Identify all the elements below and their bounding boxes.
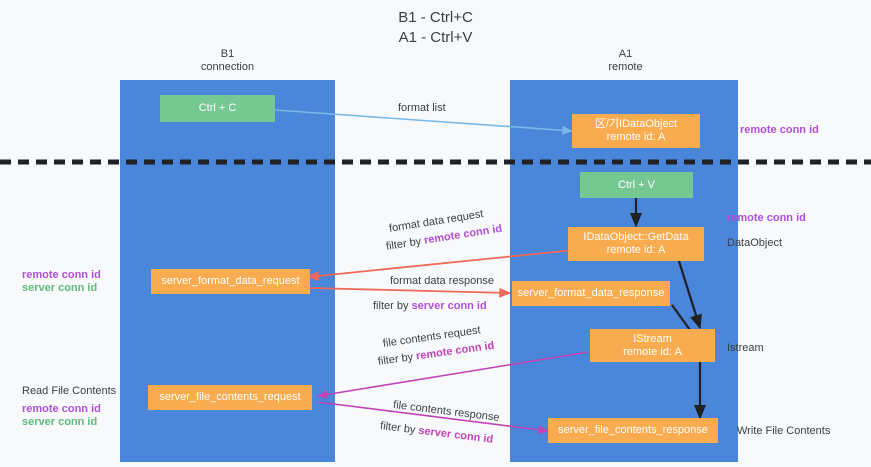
annotation-write-file-contents: Write File Contents [737, 425, 831, 437]
node-istream[interactable]: IStream remote id: A [590, 329, 715, 362]
arrow-format-data-response [309, 287, 512, 298]
lane-title-a1: A1 remote [548, 48, 703, 74]
node-dataobject-remote[interactable]: 区/기IDataObject remote id: A [572, 114, 700, 148]
node-ctrl-c[interactable]: Ctrl + C [160, 95, 275, 122]
annotation-remote-conn-id-getdata: remote conn id [727, 212, 806, 224]
node-istream-id: remote id: A [623, 345, 682, 358]
node-dataobject-remote-id: remote id: A [606, 131, 666, 143]
node-server-file-contents-response[interactable]: server_file_contents_response [548, 418, 718, 443]
node-getdata-id: remote id: A [606, 244, 666, 256]
annotation-left-server-conn-id: server conn id [22, 282, 98, 294]
node-getdata-label: IDataObject::GetData [583, 231, 689, 243]
lane-title-b1-line1: B1 [220, 48, 235, 60]
lane-title-a1-line1: A1 [618, 48, 633, 60]
node-dataobject-remote-label: 区/기IDataObject [594, 118, 678, 130]
edge-label-format-data-response-prefix: filter by [373, 300, 412, 312]
node-server-file-contents-request-label: server_file_contents_request [159, 391, 301, 403]
annotation-read-file-contents: Read File Contents [22, 385, 117, 397]
lane-title-b1: B1 connection [150, 48, 305, 74]
lane-title-b1-line2: connection [200, 61, 255, 73]
edge-label-file-contents-response-prefix: filter by [379, 419, 420, 437]
diagram-title-line1: B1 - Ctrl+C [398, 9, 473, 26]
edge-label-file-contents-request-prefix: filter by [377, 350, 417, 368]
edge-label-format-data-request-prefix: filter by [385, 234, 426, 253]
node-getdata[interactable]: IDataObject::GetData remote id: A [568, 227, 704, 261]
annotation-dataobject: DataObject [727, 237, 783, 249]
diagram-title-line2: A1 - Ctrl+V [398, 29, 473, 46]
edge-label-format-data-response-key: server conn id [411, 300, 487, 312]
annotation-left-remote-conn-id: remote conn id [22, 269, 101, 281]
node-server-file-contents-response-label: server_file_contents_response [558, 424, 708, 436]
annotation-remote-conn-id-top: remote conn id [740, 124, 819, 136]
node-server-format-data-response[interactable]: server_format_data_response [512, 281, 670, 306]
node-server-format-data-request[interactable]: server_format_data_request [151, 269, 310, 294]
edge-label-format-data-response-line1: format data response [390, 275, 494, 287]
lane-title-a1-line2: remote [608, 61, 643, 73]
edge-label-format-list: format list [398, 102, 446, 114]
node-ctrl-v[interactable]: Ctrl + V [580, 172, 693, 198]
edge-label-file-contents-response-line1: file contents response [392, 398, 501, 424]
node-ctrl-v-label: Ctrl + V [618, 178, 655, 191]
annotation-left-server-conn-id-2: server conn id [22, 416, 98, 428]
edge-label-format-data-response-line2: filter by server conn id [373, 299, 487, 313]
node-istream-label: IStream [633, 332, 672, 345]
diagram-title: B1 - Ctrl+C A1 - Ctrl+V [0, 8, 871, 48]
annotation-left-remote-conn-id-2: remote conn id [22, 403, 101, 415]
edge-label-file-contents-response-line2: filter by server conn id [379, 419, 494, 447]
edge-label-file-contents-response-key: server conn id [417, 424, 494, 446]
node-server-format-data-response-label: server_format_data_response [517, 287, 665, 299]
node-server-file-contents-request[interactable]: server_file_contents_request [148, 385, 312, 410]
node-ctrl-c-label: Ctrl + C [198, 102, 237, 114]
annotation-istream: Istream [727, 342, 764, 354]
node-server-format-data-request-label: server_format_data_request [161, 275, 300, 287]
